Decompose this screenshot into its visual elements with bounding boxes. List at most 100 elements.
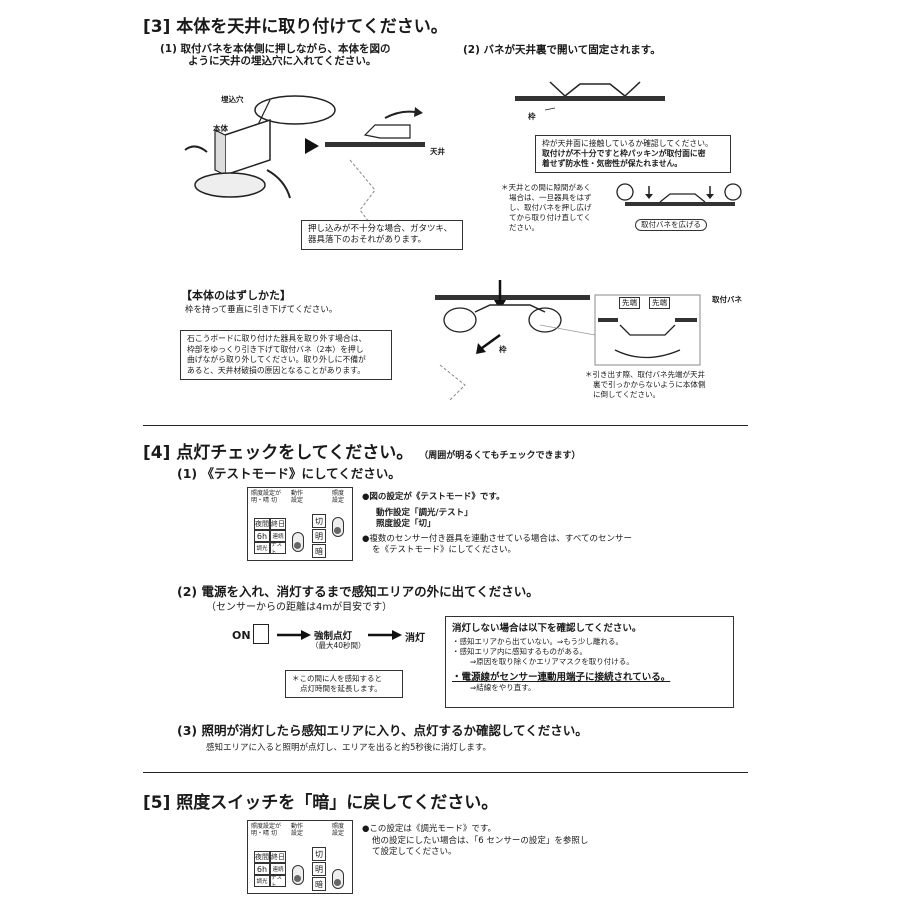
removal-box-line2: 枠部をゆっくり引き下げて取付バネ（2本）を押し xyxy=(187,344,364,354)
bullet-lux-setting: 照度設定「切」 xyxy=(376,519,436,529)
sw2-c5: 連続 xyxy=(270,863,286,875)
gap-note-line1: ＊天井との間に隙間があく xyxy=(501,183,591,192)
sw1-hdr2b: 設定 xyxy=(291,497,304,504)
bullet-multi-sensor: ●複数のセンサー付き器具を連動させている場合は、すべてのセンサー xyxy=(362,533,632,544)
step-4-2-sub: （センサーからの距離は4mが目安です） xyxy=(206,602,393,613)
sw1-c3: 6h xyxy=(254,530,270,542)
removal-box-line4: あると、天井材破損の原因となることがあります。 xyxy=(187,365,365,375)
label-hontai: 本体 xyxy=(213,124,228,133)
arrow-icon-2 xyxy=(368,630,402,640)
power-switch-icon[interactable] xyxy=(253,624,269,644)
sw1-lux-knob[interactable] xyxy=(332,517,344,537)
removal-warning-box: 石こうボードに取り付けた器具を取り外す場合は、 枠部をゆっくり引き下げて取付バネ… xyxy=(180,330,392,380)
sw2-hdr1c-text: 切 xyxy=(270,830,277,837)
section-3-title: [3] 本体を天井に取り付けてください。 xyxy=(143,17,448,37)
removal-note-line1: ＊引き出す際、取付バネ先端が天井 xyxy=(585,370,705,379)
sw1-hdr1: 照度設定が xyxy=(251,490,282,497)
flow-note-box: ＊この間に人を感知すると 点灯時間を延長します。 xyxy=(285,670,403,698)
flow-force-sub: （最大40秒間） xyxy=(311,641,366,650)
step-3-1-line1: (1) 取付バネを本体側に押しながら、本体を図の xyxy=(160,43,391,55)
sw2-mode-knob[interactable] xyxy=(292,865,304,885)
troubleshoot-box: 消灯しない場合は以下を確認してください。 ・感知エリアから出ていない。⇒もう少し… xyxy=(445,616,734,708)
section-5-line3: て設定してください。 xyxy=(372,847,457,857)
sw2-c2: 調光 xyxy=(254,875,270,887)
sw2-hdr1: 照度設定が xyxy=(251,823,282,830)
warning-line2: 器具落下のおそれがあります。 xyxy=(308,235,427,245)
sw2-lux-knob[interactable] xyxy=(332,869,344,889)
sw1-mode-knob[interactable] xyxy=(292,532,304,552)
section-4-title-text: [4] 点灯チェックをしてください。 xyxy=(143,443,414,463)
label-waku: 枠 xyxy=(528,112,536,121)
step-4-3-desc: 感知エリアに入ると照明が点灯し、エリアを出ると約5秒後に消灯します。 xyxy=(206,743,492,753)
switch-panel-dimming: 照度設定が 明・晴 切 動作 設定 照度 設定 夜間 終日 6h 連続 調光 テ… xyxy=(247,820,353,894)
gap-note-line2: 場合は、一旦器具をはず xyxy=(509,193,592,202)
troubleshoot-item-1: ・感知エリアから出ていない。⇒もう少し離れる。 xyxy=(452,637,624,646)
sw1-r3: 暗 xyxy=(312,544,326,558)
sw2-hdr2b: 設定 xyxy=(291,830,304,837)
sw1-c5: 連続 xyxy=(270,530,286,542)
section-5-text: ●この設定は《調光モード》です。 他の設定にしたい場合は、「6 センサーの設定」… xyxy=(362,824,588,859)
spread-spring-label: 取付バネを広げる xyxy=(635,219,707,231)
arrow-icon-1 xyxy=(277,630,311,640)
sw1-c6: テスト xyxy=(270,542,286,556)
sw2-r3: 暗 xyxy=(312,877,326,891)
bullet-test-mode: ●図の設定が《テストモード》です。 xyxy=(362,492,505,502)
label-toritsukebane: 取付バネ xyxy=(712,295,742,304)
sw2-hdr1b: 明・晴 切 xyxy=(251,830,277,837)
step-4-1-title: (1) 《テストモード》にしてください。 xyxy=(177,466,401,481)
fixed-illustration xyxy=(515,81,665,111)
label-tenjou: 天井 xyxy=(430,147,445,156)
flow-note-line1: ＊この間に人を感知すると xyxy=(292,674,382,683)
check-contact-box: 枠が天井面に接触しているか確認してください。 取付けが不十分ですと枠パッキンが取… xyxy=(535,135,731,173)
flow-off: 消灯 xyxy=(405,633,425,644)
sw1-hdr2: 動作 xyxy=(291,490,304,497)
removal-box-line1: 石こうボードに取り付けた器具を取り外す場合は、 xyxy=(187,334,367,343)
check-line3: 着せず防水性・気密性が保たれません。 xyxy=(542,159,683,168)
troubleshoot-item-2b: ⇒原因を取り除くかエリアマスクを取り付ける。 xyxy=(470,657,634,666)
sw1-r1: 切 xyxy=(312,514,326,528)
sw2-hdr2: 動作 xyxy=(291,823,304,830)
step-4-2-title: (2) 電源を入れ、消灯するまで感知エリアの外に出てください。 xyxy=(177,584,539,599)
removal-note-line3: に倒してください。 xyxy=(593,390,661,399)
sw2-hdr3: 照度 xyxy=(332,823,345,830)
divider-1 xyxy=(143,425,748,426)
label-waku-2: 枠 xyxy=(499,345,507,354)
section-4-title: [4] 点灯チェックをしてください。 （周囲が明るくてもチェックできます） xyxy=(143,438,580,463)
sw1-hdr1b-text: 明・晴 xyxy=(251,497,270,504)
install-illustration xyxy=(184,95,425,231)
section-5-title: [5] 照度スイッチを「暗」に戻してください。 xyxy=(143,793,499,813)
sw1-r2: 明 xyxy=(312,529,326,543)
troubleshoot-title: 消灯しない場合は以下を確認してください。 xyxy=(452,623,642,634)
sw1-hdr3b: 設定 xyxy=(332,497,345,504)
flow-on: ON xyxy=(232,629,251,642)
gap-note-line5: ださい。 xyxy=(509,223,539,232)
removal-box-line3: 曲げながら取り外してください。取り外しに不備が xyxy=(187,355,366,364)
sw1-hdr1b: 明・晴 切 xyxy=(251,497,277,504)
warning-box: 押し込みが不十分な場合、ガタツキ、 器具落下のおそれがあります。 xyxy=(301,220,463,250)
troubleshoot-item-3: ・電源線がセンサー連動用端子に接続されている。 xyxy=(452,672,671,683)
step-4-3-title: (3) 照明が消灯したら感知エリアに入り、点灯するか確認してください。 xyxy=(177,723,588,738)
sw1-hdr3: 照度 xyxy=(332,490,345,497)
check-line2: 取付けが不十分ですと枠パッキンが取付面に密 xyxy=(542,149,706,158)
gap-note: ＊天井との間に隙間があく 場合は、一旦器具をはず し、取付バネを押し広げ てから… xyxy=(501,183,592,233)
step-3-1-text: (1) 取付バネを本体側に押しながら、本体を図の ように天井の埋込穴に入れてくだ… xyxy=(160,43,391,67)
gap-note-line3: し、取付バネを押し広げ xyxy=(509,203,592,212)
gap-note-line4: てから取り付け直してく xyxy=(509,213,592,222)
sw1-c1: 夜間 xyxy=(254,518,270,530)
label-sentan-2: 先端 xyxy=(649,297,670,309)
section-5-line2: 他の設定にしたい場合は、「6 センサーの設定」を参照し xyxy=(372,835,589,846)
removal-note: ＊引き出す際、取付バネ先端が天井 裏で引っかからないように本体側 に倒してくださ… xyxy=(585,370,705,400)
sw2-c6: テスト xyxy=(270,875,286,889)
bullet-multi-sensor-2: を《テストモード》にしてください。 xyxy=(372,545,516,555)
sw2-c3: 6h xyxy=(254,863,270,875)
sw2-r2: 明 xyxy=(312,862,326,876)
bullet-motion-setting: 動作設定「調光/テスト」 xyxy=(376,507,473,518)
removal-title: 【本体のはずしかた】 xyxy=(181,289,291,302)
flow-force: 強制点灯 xyxy=(314,631,353,642)
sw2-hdr1b-text: 明・晴 xyxy=(251,830,270,837)
label-umekomiana: 埋込穴 xyxy=(221,95,244,104)
troubleshoot-item-3b: ⇒結線をやり直す。 xyxy=(470,683,536,692)
troubleshoot-item-2: ・感知エリア内に感知するものがある。 xyxy=(452,647,587,656)
sw1-c2: 調光 xyxy=(254,542,270,554)
section-4-title-note: （周囲が明るくてもチェックできます） xyxy=(419,451,581,461)
